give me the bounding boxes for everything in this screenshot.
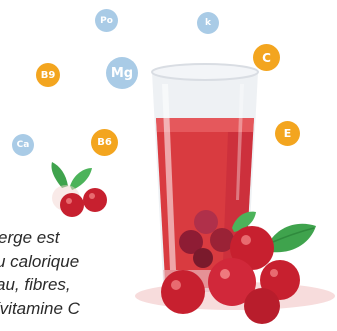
caption-line-3: au, fibres, <box>0 275 71 294</box>
caption-line-2: u calorique <box>0 251 80 271</box>
large-cranberry-cluster <box>161 211 316 324</box>
badge-ca: Ca <box>12 134 34 156</box>
caption-line-4: (vitamine C <box>0 298 80 318</box>
caption-text: erge est u calorique au, fibres, (vitami… <box>0 226 80 318</box>
badge-c: C <box>253 44 280 71</box>
small-cranberry-cluster <box>51 162 107 217</box>
badge-b6: B6 <box>91 129 118 156</box>
caption-line-1: erge est <box>0 228 60 247</box>
badge-e: E <box>275 121 300 146</box>
badge-po: Po <box>95 9 118 32</box>
badge-b9: B9 <box>36 63 60 87</box>
badge-mg: Mg <box>106 57 138 89</box>
badge-k: k <box>197 12 219 34</box>
juice-glass <box>151 63 259 292</box>
